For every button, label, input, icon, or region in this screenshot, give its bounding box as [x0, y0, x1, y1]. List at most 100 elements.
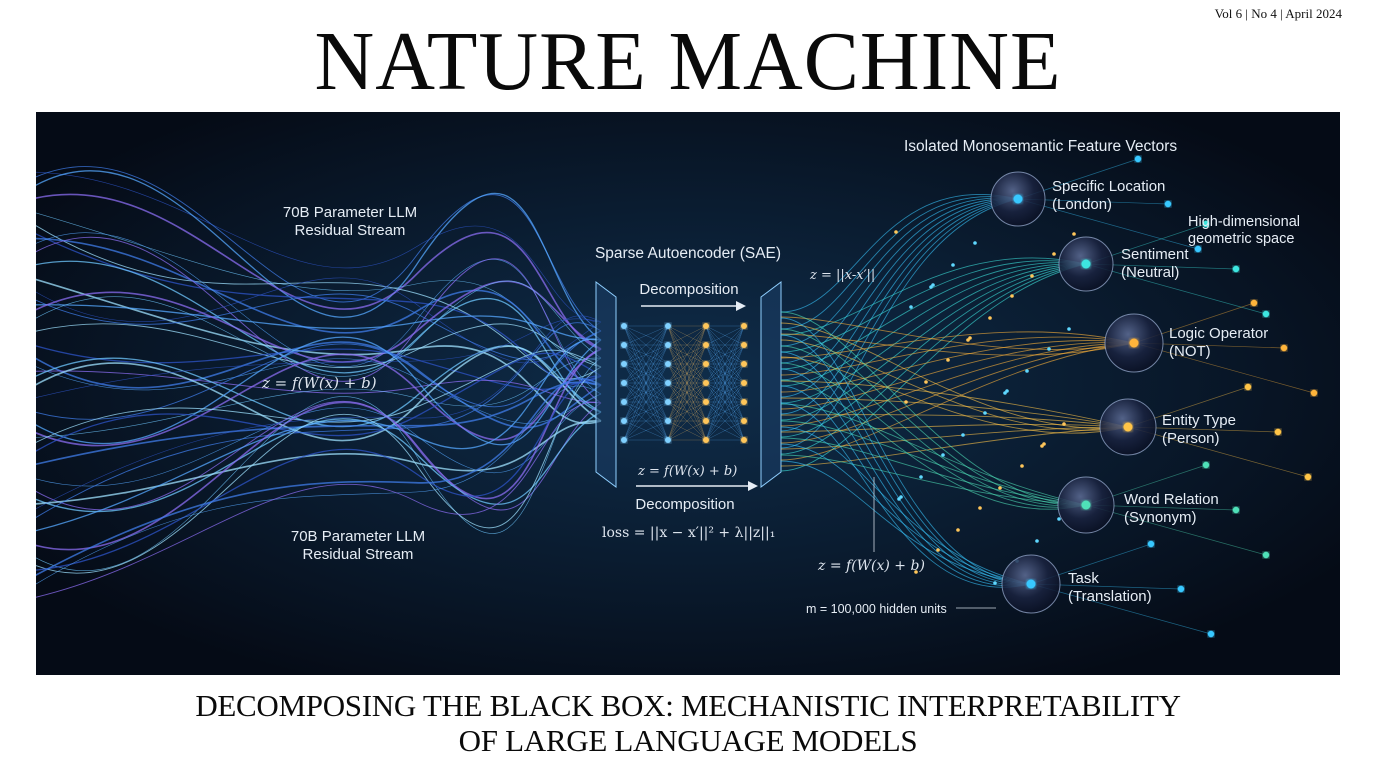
sae-node — [741, 323, 747, 329]
headline-line2: OF LARGE LANGUAGE MODELS — [458, 723, 918, 758]
stream-line — [36, 375, 602, 571]
feature-fiber — [780, 263, 1087, 387]
feature-fiber — [780, 339, 1129, 431]
residual-stream-label-top: 70B Parameter LLM Residual Stream — [250, 204, 450, 240]
feature-fiber — [780, 263, 1087, 404]
sae-connection — [667, 344, 707, 441]
decomposition-arrowhead-bottom — [748, 481, 758, 491]
stream-line — [36, 345, 602, 391]
sae-output-plane — [760, 281, 782, 488]
feature-fiber — [780, 342, 1135, 427]
sae-node — [741, 361, 747, 367]
sae-connection — [705, 363, 745, 441]
feature-sentiment-name: Sentiment — [1121, 246, 1189, 263]
feature-dot — [1202, 220, 1210, 228]
feature-fiber — [780, 262, 1087, 370]
feature-dot — [1134, 155, 1142, 163]
sae-node — [665, 361, 671, 367]
sae-node — [703, 380, 709, 386]
feature-fiber — [780, 260, 1087, 353]
scatter-dot — [1035, 539, 1039, 543]
scatter-dot — [1025, 369, 1029, 373]
feature-fiber — [780, 196, 1019, 330]
sae-connection — [623, 325, 669, 422]
sae-block — [595, 281, 782, 491]
feature-dot — [1262, 551, 1270, 559]
sae-node — [703, 437, 709, 443]
sae-node — [703, 418, 709, 424]
feature-fiber — [780, 362, 1087, 508]
scatter-dot — [1030, 274, 1034, 278]
feature-fiber — [780, 414, 1129, 428]
feature-label-logic: Logic Operator (NOT) — [1169, 325, 1268, 361]
stream-line — [36, 352, 602, 453]
feature-fiber — [780, 423, 1129, 433]
equation-center: z = f(W(x) + b) — [638, 464, 738, 479]
sae-connection — [623, 382, 669, 441]
sae-connection — [623, 344, 669, 441]
sae-connection — [705, 382, 745, 441]
feature-ray — [1085, 504, 1267, 556]
feature-fiber — [780, 311, 1087, 506]
feature-label-relation: Word Relation (Synonym) — [1124, 491, 1219, 527]
feature-fiber — [780, 342, 1135, 444]
feature-core — [1123, 422, 1133, 432]
sae-connection — [667, 325, 707, 422]
sae-connection — [705, 325, 745, 346]
stream-line — [36, 336, 602, 446]
sae-node — [621, 418, 627, 424]
sae-node — [741, 437, 747, 443]
feature-dot — [1304, 473, 1312, 481]
sae-node — [665, 380, 671, 386]
decomposition-arrowhead-top — [736, 301, 746, 311]
feature-fiber — [780, 356, 1129, 434]
scatter-dot — [924, 380, 928, 384]
feature-label-task: Task (Translation) — [1068, 570, 1152, 606]
sae-node — [621, 342, 627, 348]
feature-sentiment-value: (Neutral) — [1121, 264, 1180, 281]
feature-dot — [1310, 389, 1318, 397]
scatter-dot — [983, 411, 987, 415]
scatter-dot — [1020, 464, 1024, 468]
sae-connection — [623, 325, 669, 346]
sae-connection — [623, 401, 669, 441]
feature-spheres — [990, 171, 1164, 614]
stream-line — [36, 357, 602, 571]
highdim-line2: geometric space — [1188, 231, 1295, 247]
sae-node — [621, 437, 627, 443]
feature-fiber — [780, 316, 1135, 350]
feature-fiber — [780, 460, 1032, 585]
stream-line — [36, 260, 602, 413]
stream-line — [36, 341, 602, 429]
feature-relation-value: (Synonym) — [1124, 509, 1197, 526]
scatter-dot — [966, 338, 970, 342]
feature-fiber — [780, 437, 1087, 506]
scatter-dot — [914, 570, 918, 574]
residual-bottom-line2: Residual Stream — [302, 546, 414, 563]
feature-dot — [1232, 265, 1240, 273]
stream-line — [36, 193, 602, 350]
scatter-dot — [946, 358, 950, 362]
equation-left: z = f(W(x) + b) — [262, 374, 377, 392]
scatter-dot — [956, 528, 960, 532]
stream-line — [36, 172, 602, 323]
sae-node — [665, 418, 671, 424]
sae-node — [665, 342, 671, 348]
feature-dot — [1147, 540, 1155, 548]
sae-diagram-graphic — [36, 112, 1340, 675]
scatter-dot — [1067, 327, 1071, 331]
scatter-dot — [973, 241, 977, 245]
feature-label-location: Specific Location (London) — [1052, 178, 1165, 214]
residual-top-line2: Residual Stream — [294, 222, 406, 239]
scatter-dot — [951, 263, 955, 267]
decomposition-label-bottom: Decomposition — [635, 496, 735, 513]
feature-fibers — [780, 155, 1318, 638]
sae-connection — [705, 420, 745, 441]
feature-dot — [1177, 585, 1185, 593]
sae-node — [621, 361, 627, 367]
feature-core — [1013, 194, 1023, 204]
sae-connection — [623, 325, 669, 365]
feature-entity-value: (Person) — [1162, 430, 1220, 447]
feature-dot — [1202, 461, 1210, 469]
sae-node — [665, 437, 671, 443]
